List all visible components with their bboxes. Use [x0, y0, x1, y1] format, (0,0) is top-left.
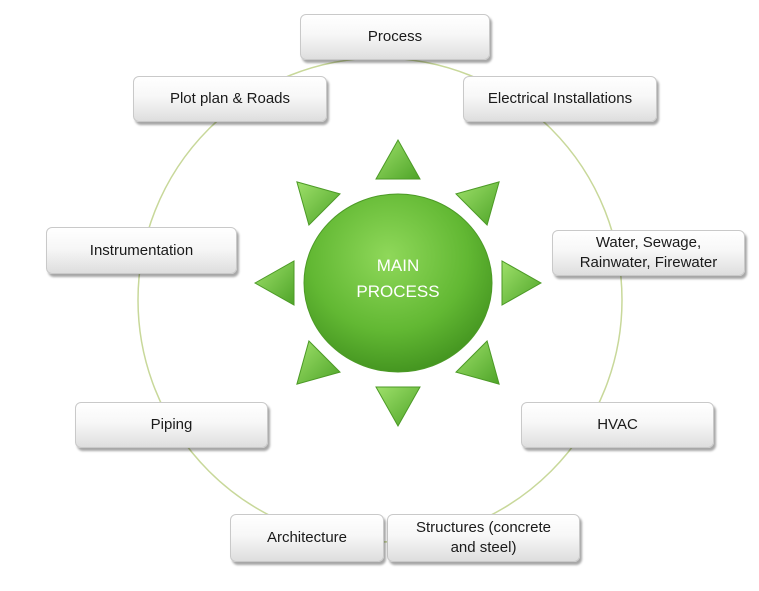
ray-left [253, 260, 295, 306]
ray-top [375, 138, 421, 180]
node-electrical-installations[interactable]: Electrical Installations [463, 76, 657, 122]
node-piping[interactable]: Piping [75, 402, 268, 448]
main-process-circle [303, 193, 493, 373]
node-hvac[interactable]: HVAC [521, 402, 714, 448]
node-plot-plan-roads[interactable]: Plot plan & Roads [133, 76, 327, 122]
node-structures[interactable]: Structures (concrete and steel) [387, 514, 580, 562]
ray-right [501, 260, 543, 306]
node-water-sewage[interactable]: Water, Sewage, Rainwater, Firewater [552, 230, 745, 276]
sun-rays [253, 138, 543, 428]
ray-top-right [455, 181, 500, 226]
main-process-label: MAIN PROCESS [356, 256, 440, 301]
ray-bottom [375, 386, 421, 428]
node-architecture[interactable]: Architecture [230, 514, 384, 562]
ray-top-left [296, 181, 341, 226]
node-instrumentation[interactable]: Instrumentation [46, 227, 237, 274]
ray-bottom-right [455, 340, 500, 385]
node-process[interactable]: Process [300, 14, 490, 60]
ray-bottom-left [296, 340, 341, 385]
